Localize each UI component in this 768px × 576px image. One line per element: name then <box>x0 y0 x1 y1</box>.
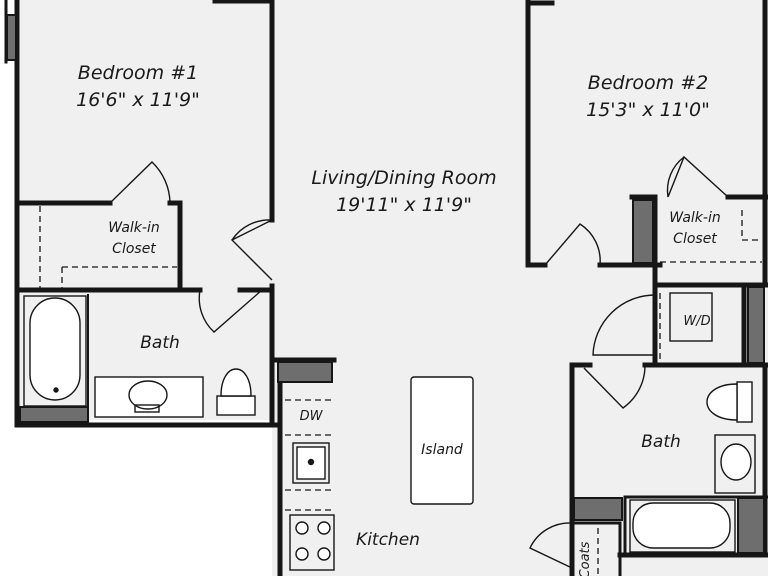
door-closet2 <box>666 155 729 198</box>
living-name: Living/Dining Room <box>311 167 496 189</box>
labels: Bedroom #1 16'6" x 11'9" Bedroom #2 15'3… <box>76 62 721 576</box>
tub-2 <box>629 499 736 553</box>
bedroom2-size: 15'3" x 11'0" <box>586 99 710 121</box>
closet2-line1: Walk-in <box>669 210 720 226</box>
bedroom1-size: 16'6" x 11'9" <box>76 89 200 111</box>
toilet-1 <box>216 395 256 416</box>
door-laundry <box>592 294 656 356</box>
closet1-line2: Closet <box>112 241 156 257</box>
kitchen-label: Kitchen <box>356 530 420 550</box>
dashed-lines <box>39 206 762 576</box>
closet1-line1: Walk-in <box>108 220 159 236</box>
fixtures <box>23 292 756 571</box>
door-bath1 <box>198 289 263 333</box>
door-closet1 <box>109 161 171 204</box>
door-bedroom1 <box>230 219 273 281</box>
tub-1 <box>23 295 87 407</box>
door-bedroom2 <box>544 223 601 266</box>
wd-label: W/D <box>683 314 710 329</box>
vanity-2 <box>714 434 756 494</box>
toilet-2 <box>736 381 753 423</box>
wall-fills <box>6 14 765 554</box>
washer-dryer-icon <box>669 292 713 342</box>
bath1-name: Bath <box>140 333 180 353</box>
doors <box>109 155 729 569</box>
sink-2-icon <box>720 443 752 481</box>
stove-icon <box>289 514 335 571</box>
coats-label: Coats <box>578 541 593 576</box>
dw-label: DW <box>300 409 324 424</box>
living-size: 19'11" x 11'9" <box>336 194 472 216</box>
closet2-line2: Closet <box>673 231 717 247</box>
door-coats <box>529 522 573 569</box>
island-label: Island <box>421 442 463 458</box>
bedroom1-name: Bedroom #1 <box>78 62 198 84</box>
bedroom2-name: Bedroom #2 <box>588 72 708 94</box>
island-counter <box>410 376 474 505</box>
sink-1-icon <box>128 380 168 410</box>
kitchen-sink-icon <box>292 442 330 484</box>
door-bath2 <box>583 364 646 409</box>
bath2-name: Bath <box>641 432 681 452</box>
